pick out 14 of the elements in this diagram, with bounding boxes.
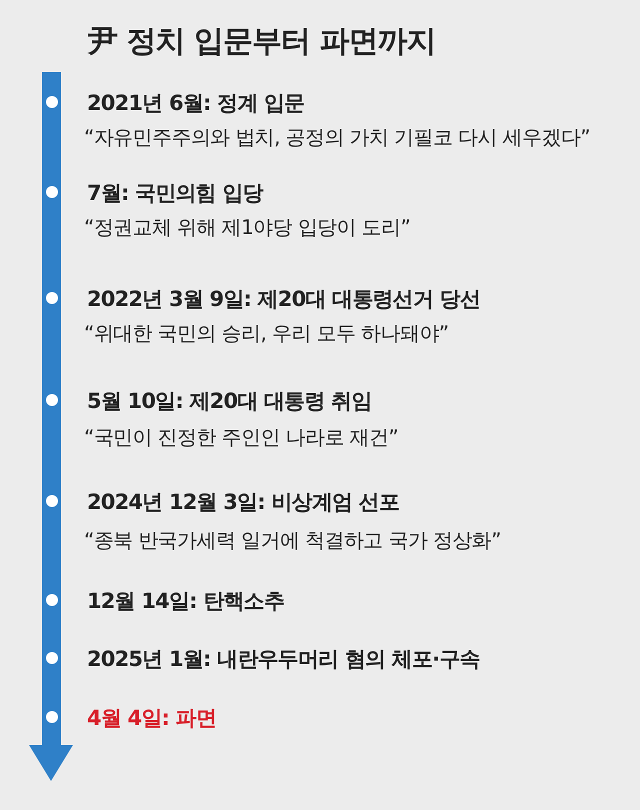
quote-text: “정권교체 위해 제1야당 입당이 도리” <box>84 214 410 241</box>
quote-text: “위대한 국민의 승리, 우리 모두 하나돼야” <box>84 320 448 347</box>
event-heading: 7월: 국민의힘 입당 <box>87 180 263 207</box>
quote-text: “자유민주주의와 법치, 공정의 가치 기필코 다시 세우겠다” <box>84 124 590 151</box>
quote-text: “국민이 진정한 주인인 나라로 재건” <box>84 424 398 451</box>
event-heading: 2024년 12월 3일: 비상계엄 선포 <box>87 489 400 516</box>
event-heading: 5월 10일: 제20대 대통령 취임 <box>87 388 372 415</box>
event-heading: 4월 4일: 파면 <box>87 705 216 732</box>
event-heading: 2025년 1월: 내란우두머리 혐의 체포·구속 <box>87 646 480 673</box>
quote-text: “종북 반국가세력 일거에 척결하고 국가 정상화” <box>84 527 501 554</box>
event-heading: 2021년 6월: 정계 입문 <box>87 90 304 117</box>
event-heading: 12월 14일: 탄핵소추 <box>87 588 284 615</box>
title: 尹 정치 입문부터 파면까지 <box>88 23 436 61</box>
event-heading: 2022년 3월 9일: 제20대 대통령선거 당선 <box>87 286 480 313</box>
